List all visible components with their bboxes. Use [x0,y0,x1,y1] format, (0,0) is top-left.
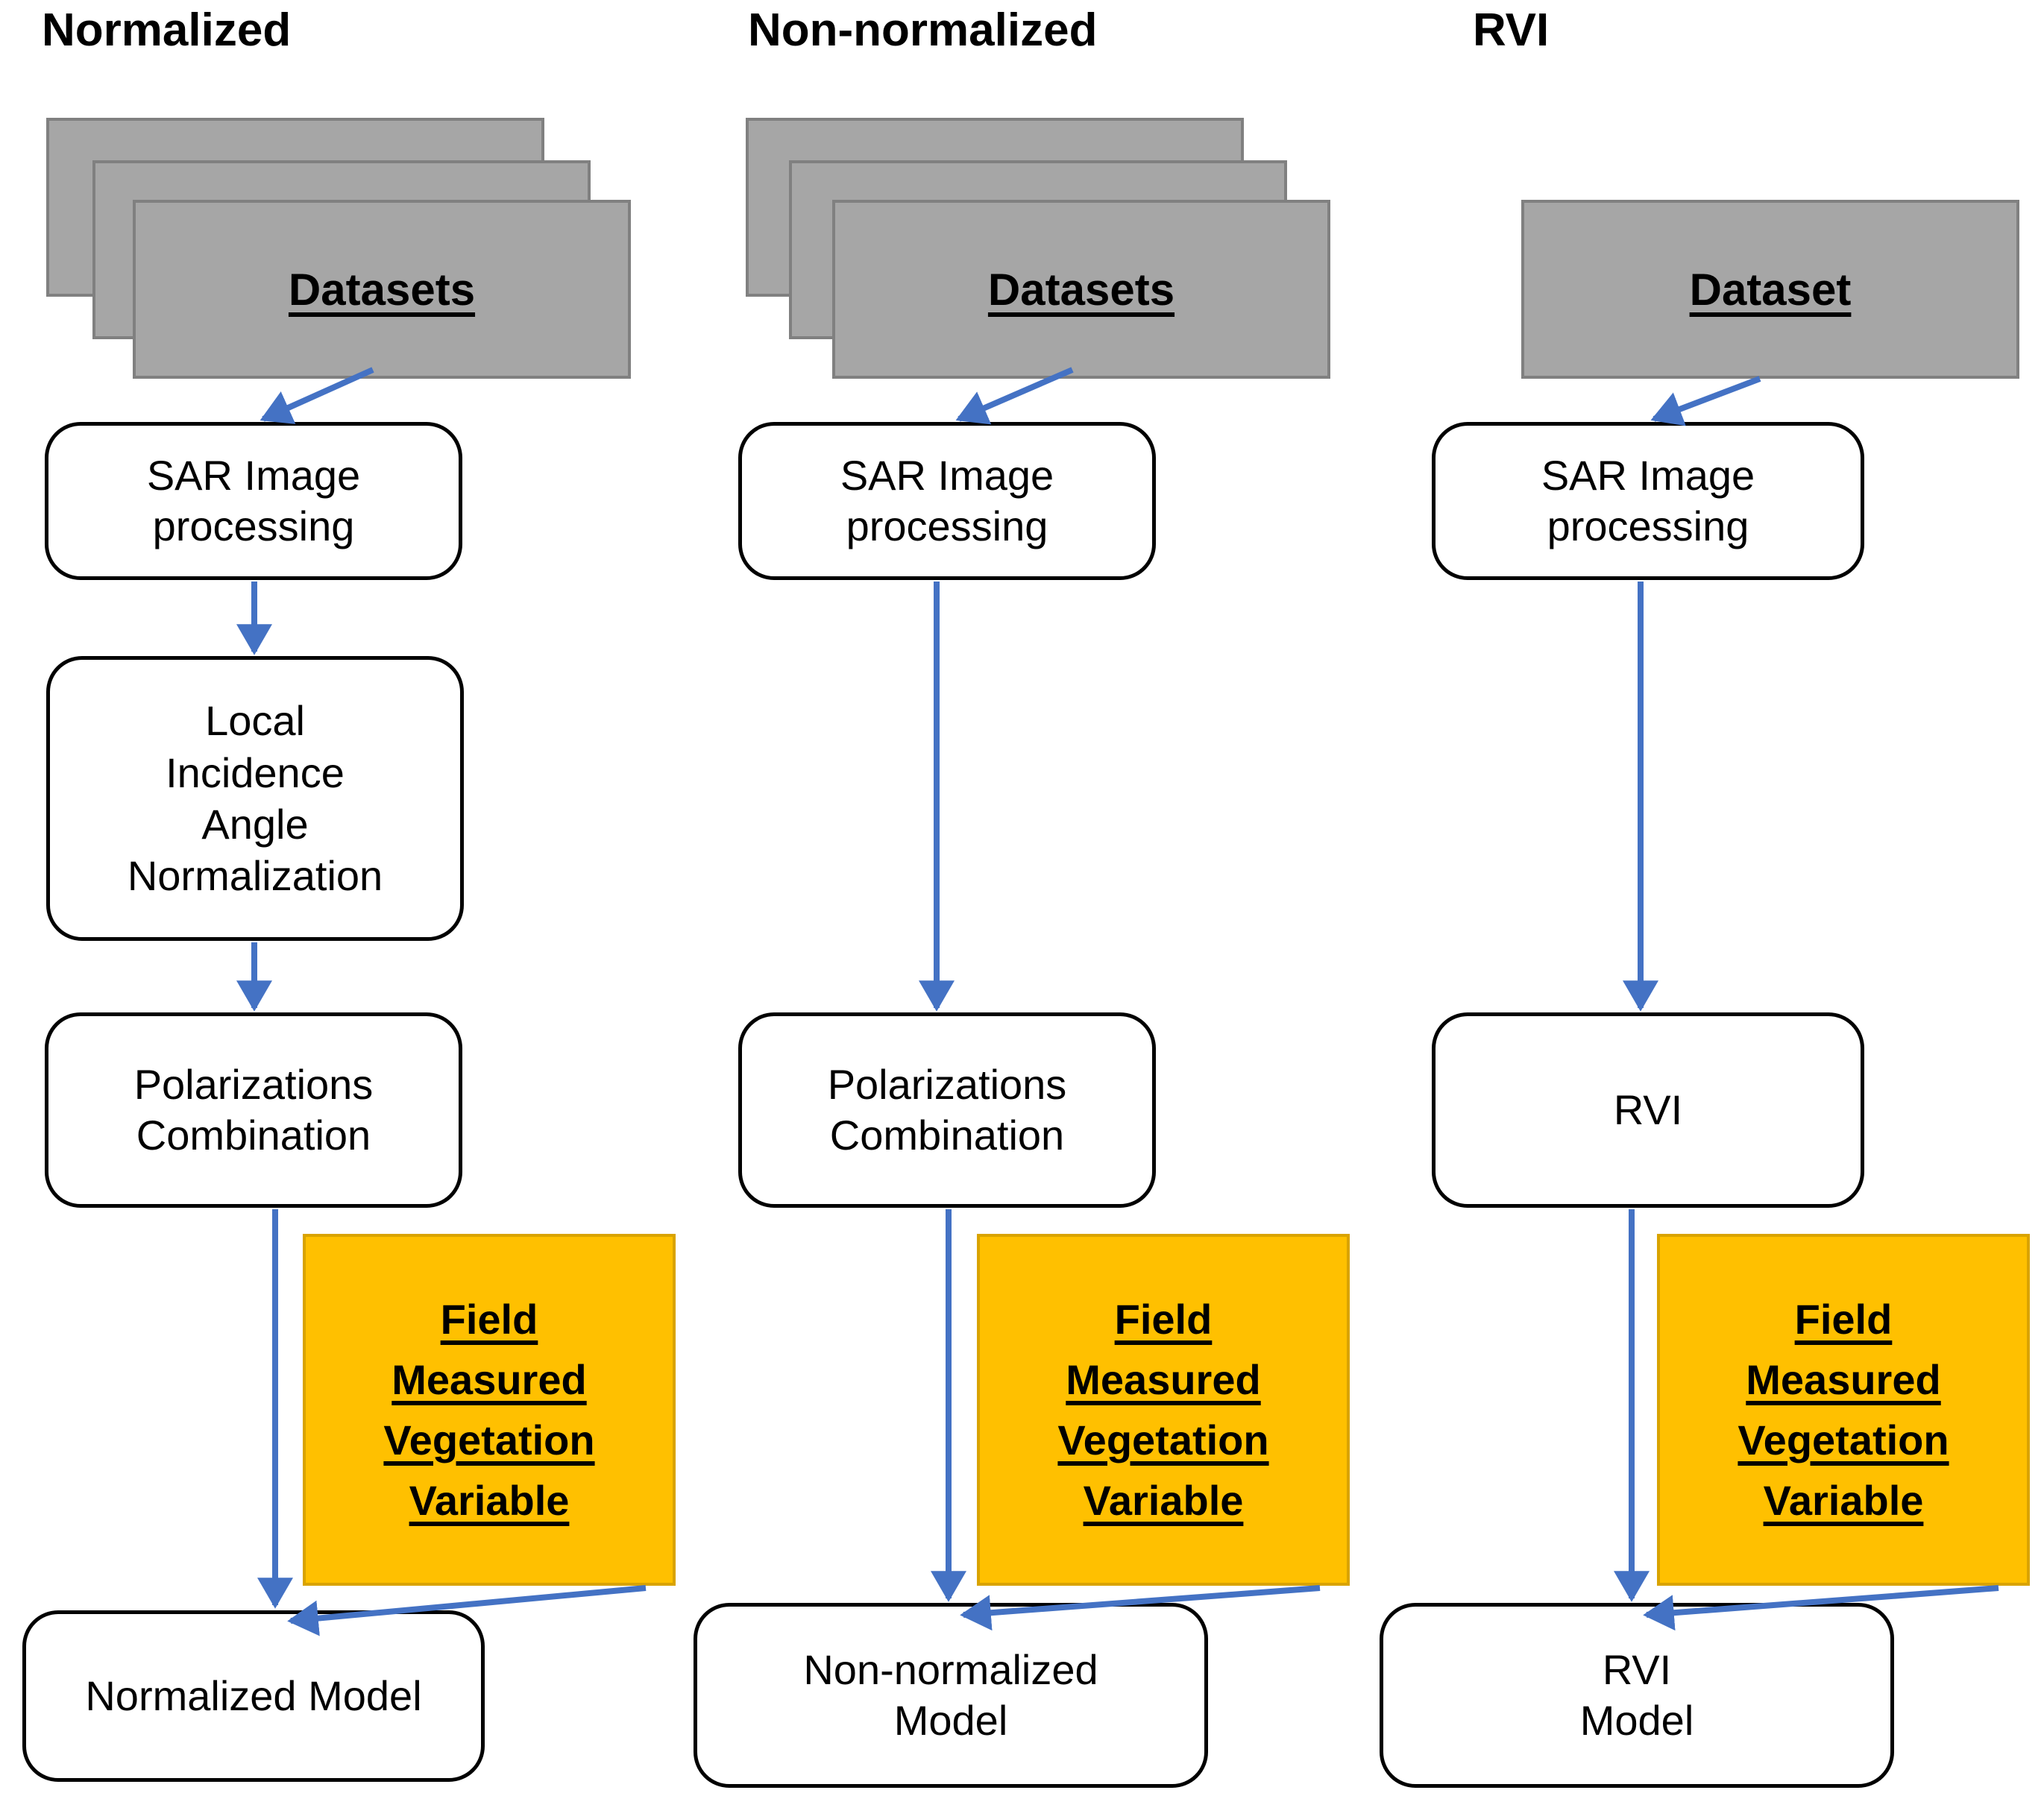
dataset-card-front[interactable]: Datasets [133,200,631,379]
process-box-normalized-model[interactable]: Normalized Model [22,1610,485,1782]
field-box-label: Field Measured Vegetation Variable [1057,1295,1269,1525]
dataset-label: Dataset [1689,264,1852,315]
field-measured-vegetation-variable-box-normalized[interactable]: Field Measured Vegetation Variable [303,1234,676,1586]
process-label: Normalized Model [85,1671,422,1719]
field-box-label: Field Measured Vegetation Variable [383,1295,595,1525]
field-measured-vegetation-variable-box-non-normalized[interactable]: Field Measured Vegetation Variable [977,1234,1350,1586]
column-header-normalized: Normalized [42,4,292,56]
arrow-dataset-to-sar-rvi [1650,376,1761,426]
field-box-label: Field Measured Vegetation Variable [1738,1295,1949,1525]
process-label: RVI [1613,1085,1683,1133]
dataset-label: Datasets [987,264,1175,315]
field-measured-vegetation-variable-box-rvi[interactable]: Field Measured Vegetation Variable [1657,1234,2030,1586]
process-box-rvi[interactable]: RVI [1432,1012,1864,1208]
column-header-rvi: RVI [1473,4,1550,56]
dataset-card-front[interactable]: Datasets [832,200,1330,379]
dataset-label: Datasets [288,264,476,315]
column-header-non-normalized: Non-normalized [748,4,1098,56]
dataset-card-front[interactable]: Dataset [1521,200,2019,379]
